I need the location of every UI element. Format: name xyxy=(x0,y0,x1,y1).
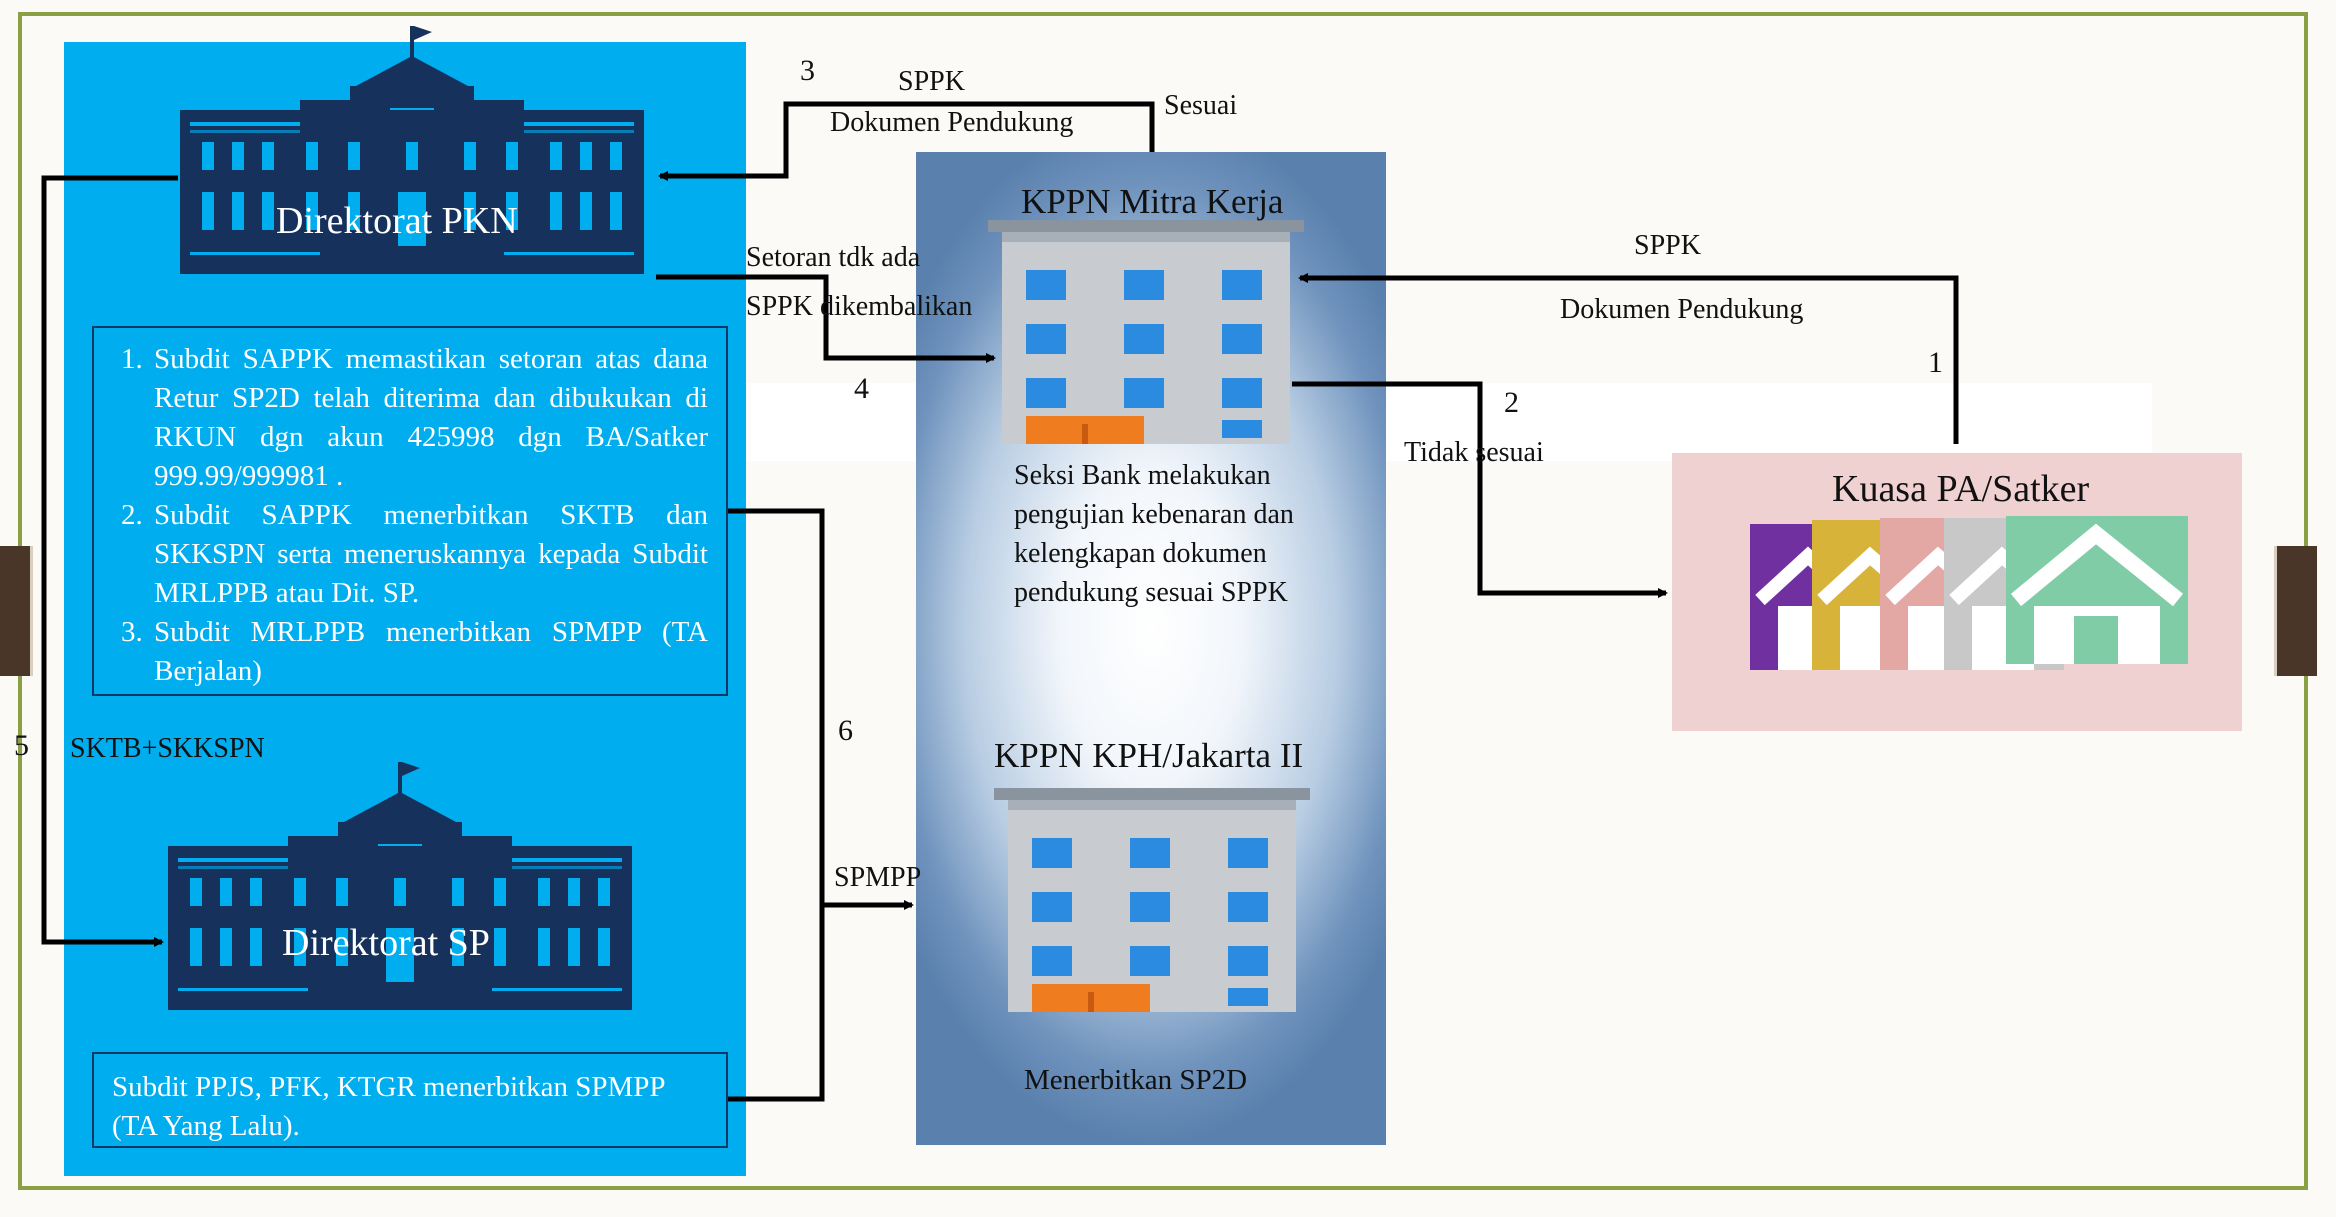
pkn-step: Subdit MRLPPB menerbitkan SPMPP (TA Berj… xyxy=(150,613,708,691)
flow-4-label-top: Setoran tdk ada xyxy=(746,242,921,273)
pkn-step: Subdit SAPPK menerbitkan SKTB dan SKKSPN… xyxy=(150,496,708,613)
flow-4-label-bottom: SPPK dikembalikan xyxy=(746,291,973,322)
flow-3-number: 3 xyxy=(800,54,815,87)
flow-6-label: SPMPP xyxy=(834,862,922,893)
right-edge-tab xyxy=(2274,546,2317,676)
sp-step-box: Subdit PPJS, PFK, KTGR menerbitkan SPMPP… xyxy=(92,1052,728,1148)
kppn-mitra-description-line: kelengkapan dokumen xyxy=(1014,538,1267,569)
flow-5-label: SKTB+SKKSPN xyxy=(70,733,265,764)
flow-3-label-bottom: Dokumen Pendukung xyxy=(830,107,1074,138)
pkn-step: Subdit SAPPK memastikan setoran atas dan… xyxy=(150,340,708,496)
flow-1-label-bottom: Dokumen Pendukung xyxy=(1560,294,1804,325)
arrow-1 xyxy=(1298,273,1959,444)
kppn-mitra-description-line: Seksi Bank melakukan xyxy=(1014,460,1271,491)
flow-1-label-top: SPPK xyxy=(1634,230,1701,261)
directorate-pkn-title: Direktorat PKN xyxy=(276,200,518,242)
flow-4-number: 4 xyxy=(854,372,869,405)
pkn-steps-box: Subdit SAPPK memastikan setoran atas dan… xyxy=(92,326,728,696)
kppn-mitra-description-line: pendukung sesuai SPPK xyxy=(1014,577,1288,608)
flow-1-number: 1 xyxy=(1928,346,1943,379)
flow-5-number: 5 xyxy=(14,729,29,762)
kppn-kph-title: KPPN KPH/Jakarta II xyxy=(994,736,1304,775)
arrow-2 xyxy=(1292,381,1668,598)
sp-step: Subdit PPJS, PFK, KTGR menerbitkan SPMPP… xyxy=(112,1071,665,1142)
arrow-4 xyxy=(656,274,996,363)
arrow-5 xyxy=(41,175,178,947)
kppn-mitra-title: KPPN Mitra Kerja xyxy=(1021,182,1284,221)
kppn-kph-description: Menerbitkan SP2D xyxy=(1024,1064,1248,1096)
flow-2-label: Tidak sesuai xyxy=(1404,437,1544,468)
arrow-6-bracket xyxy=(728,508,825,1102)
left-edge-tab xyxy=(0,546,33,676)
flow-2-number: 2 xyxy=(1504,386,1519,419)
flow-3-label-top: SPPK xyxy=(898,66,965,97)
satker-title: Kuasa PA/Satker xyxy=(1832,468,2090,510)
arrow-3 xyxy=(658,101,1155,181)
house-icon-green xyxy=(2006,516,2188,664)
directorate-sp-title: Direktorat SP xyxy=(282,922,490,964)
kppn-mitra-description-line: pengujian kebenaran dan xyxy=(1014,499,1294,530)
flow-3-label-side: Sesuai xyxy=(1164,90,1238,121)
flow-6-number: 6 xyxy=(838,714,853,747)
